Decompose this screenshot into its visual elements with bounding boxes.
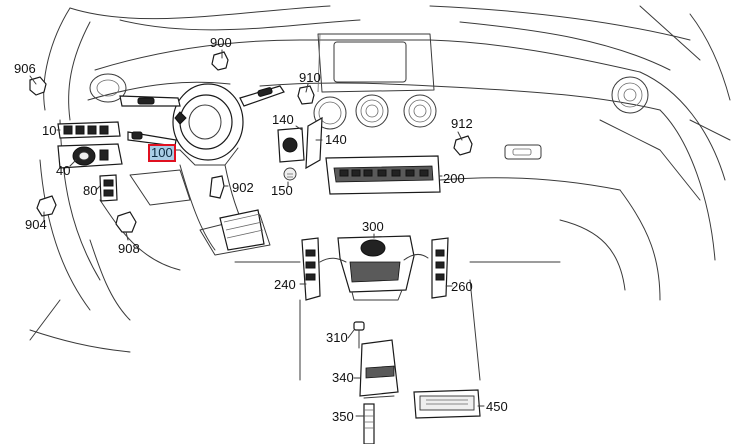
callout-150[interactable]: 150 [271, 183, 293, 198]
center-vents [313, 94, 437, 130]
callout-260[interactable]: 260 [451, 279, 473, 294]
callout-450[interactable]: 450 [486, 399, 508, 414]
pedal [219, 209, 265, 251]
callout-10[interactable]: 10 [42, 123, 57, 138]
callout-140-lower[interactable]: 140 [325, 132, 347, 147]
callout-310[interactable]: 310 [326, 330, 348, 345]
ignition-module [277, 116, 323, 181]
leader-lines [29, 49, 485, 417]
console-side-trims [301, 237, 449, 301]
callout-200[interactable]: 200 [443, 171, 465, 186]
callout-910[interactable]: 910 [299, 70, 321, 85]
lower-components [353, 321, 481, 444]
callout-300[interactable]: 300 [362, 219, 384, 234]
climate-control-panel [325, 155, 441, 195]
callout-906[interactable]: 906 [14, 61, 36, 76]
callout-900[interactable]: 900 [210, 35, 232, 50]
steering-column-module [119, 83, 285, 166]
callout-912[interactable]: 912 [451, 116, 473, 131]
console-controller [337, 235, 415, 301]
callout-140-upper[interactable]: 140 [272, 112, 294, 127]
center-display [317, 33, 435, 93]
callout-80[interactable]: 80 [83, 183, 98, 198]
callout-100-selected[interactable]: 100 [148, 144, 176, 162]
callout-908[interactable]: 908 [118, 241, 140, 256]
interior-outline [29, 5, 731, 381]
callout-340[interactable]: 340 [332, 370, 354, 385]
connectors [29, 51, 473, 233]
callout-350[interactable]: 350 [332, 409, 354, 424]
callout-904[interactable]: 904 [25, 217, 47, 232]
callout-40[interactable]: 40 [56, 163, 71, 178]
callout-240[interactable]: 240 [274, 277, 296, 292]
callout-902[interactable]: 902 [232, 180, 254, 195]
